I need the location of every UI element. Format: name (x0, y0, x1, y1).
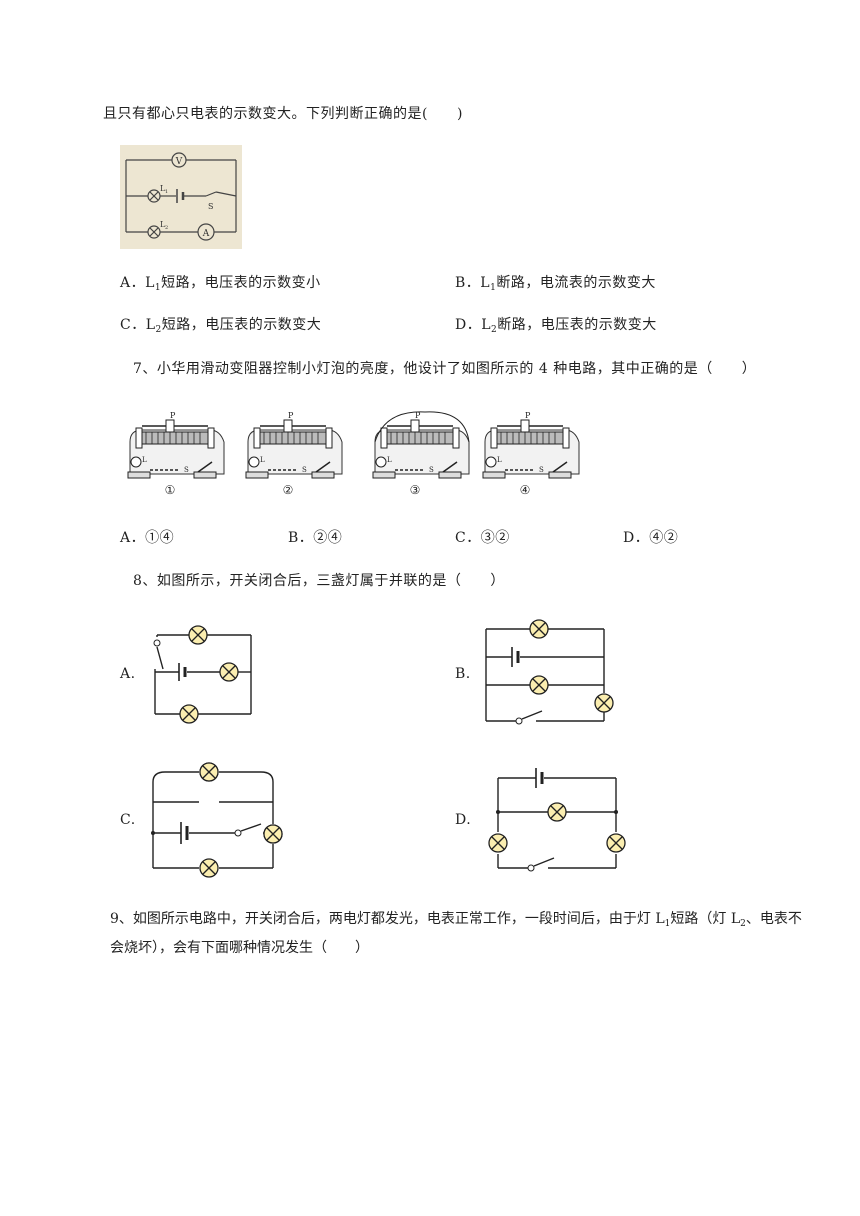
q7-fig4-l: L (497, 456, 502, 464)
q6-option-d[interactable]: D．L2断路，电压表的示数变大 (455, 317, 657, 335)
q8-label-a[interactable]: A. (120, 666, 136, 682)
q7-fig4-num: ④ (520, 483, 531, 497)
q8-label-d[interactable]: D. (455, 812, 472, 828)
q7-fig4-s: S (539, 466, 544, 474)
q6-circuit-diagram: V A L 1 L 2 S (120, 145, 242, 249)
q6-option-c[interactable]: C．L2短路，电压表的示数变大 (120, 317, 322, 335)
q7-fig2-l: L (260, 456, 265, 464)
q8-circuit-a (153, 625, 252, 724)
ammeter-label: A (202, 229, 210, 239)
q7-fig3-s: S (429, 466, 434, 474)
q7-rheostat-figures: P L S ① P L S ② P L S ③ P L S ④ (127, 411, 580, 497)
q7-fig1-p: P (170, 411, 176, 420)
q7-fig2-p: P (288, 411, 294, 420)
q7-fig3-p: P (415, 411, 421, 420)
q7-fig2-s: S (302, 466, 307, 474)
q7-fig4-p: P (525, 411, 531, 420)
q7-fig1-s: S (184, 466, 189, 474)
q7-option-a[interactable]: A．①④ (120, 530, 175, 546)
q7-stem: 7、小华用滑动变阻器控制小灯泡的亮度，他设计了如图所示的 4 种电路，其中正确的… (133, 361, 757, 377)
q8-stem: 8、如图所示，开关闭合后，三盏灯属于并联的是（ ） (133, 573, 505, 589)
l1-sub: 1 (165, 189, 168, 195)
l1-label: L (160, 184, 166, 193)
q8-circuit-b (485, 619, 614, 725)
q9-stem: 9、如图所示电路中，开关闭合后，两电灯都发光，电表正常工作，一段时间后，由于灯 … (110, 911, 802, 956)
switch-label: S (208, 202, 213, 211)
q7-option-b[interactable]: B．②④ (288, 530, 343, 546)
l2-label: L (160, 220, 166, 229)
l2-sub: 2 (165, 225, 168, 231)
q6-option-a[interactable]: A．L1短路，电压表的示数变小 (120, 275, 321, 293)
q6-stem: 且只有都心只电表的示数变大。下列判断正确的是( ) (103, 106, 463, 122)
q7-option-d[interactable]: D．④② (623, 530, 679, 546)
q8-circuit-d (488, 768, 626, 872)
q7-fig1-num: ① (165, 483, 176, 497)
q7-option-c[interactable]: C．③② (455, 530, 510, 546)
q8-label-b[interactable]: B. (455, 666, 471, 682)
q7-fig2-num: ② (283, 483, 294, 497)
voltmeter-label: V (175, 157, 183, 167)
q7-fig3-num: ③ (410, 483, 421, 497)
q6-option-b[interactable]: B．L1断路，电流表的示数变大 (455, 275, 656, 293)
q8-circuit-c (151, 762, 283, 878)
q8-label-c[interactable]: C. (120, 812, 136, 828)
q7-fig1-l: L (142, 456, 147, 464)
q7-fig3-l: L (387, 456, 392, 464)
